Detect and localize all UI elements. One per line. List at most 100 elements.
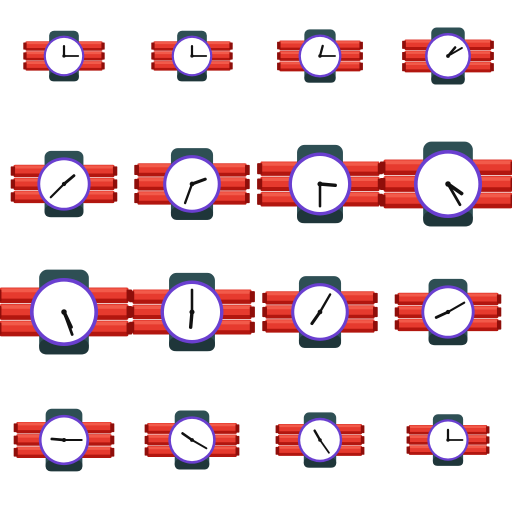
stick-end-left — [257, 163, 263, 175]
hour-hand — [62, 174, 76, 186]
stick-end-right — [373, 320, 378, 332]
minute-hand — [62, 310, 74, 336]
minute-hand — [183, 182, 194, 205]
stick-end-left — [262, 292, 267, 304]
stick-end-right — [112, 179, 118, 189]
dynamite-timer-bomb-icon-3 — [256, 0, 384, 128]
stick-end-left — [406, 446, 410, 454]
stick-end-left — [402, 51, 406, 61]
dynamite-timer-bomb-icon-5 — [0, 128, 128, 256]
stick-end-right — [496, 320, 502, 330]
stick-end-left — [144, 435, 149, 445]
dynamite-timer-bomb-icon-12 — [384, 256, 512, 384]
dynamite-timer-bomb-icon-16 — [384, 384, 512, 512]
stick-end-right — [110, 435, 115, 445]
bomb-group — [406, 414, 490, 466]
stick-end-left — [151, 62, 155, 70]
stick-end-right — [249, 306, 255, 318]
stick-end-left — [151, 42, 155, 50]
stick-end-right — [235, 424, 240, 433]
stick-end-right — [245, 164, 250, 176]
stick-end-right — [249, 321, 255, 333]
clock-pivot — [318, 438, 322, 442]
bomb-group — [277, 29, 363, 83]
bomb-group — [394, 278, 502, 346]
stick-end-right — [373, 292, 378, 304]
dynamite-timer-bomb-icon-13 — [0, 384, 128, 512]
clock-pivot — [445, 181, 451, 187]
stick-end-left — [394, 294, 400, 304]
stick-end-left — [23, 62, 27, 70]
stick-end-right — [486, 446, 490, 454]
hour-hand — [50, 437, 66, 442]
dynamite-timer-bomb-icon-4 — [384, 0, 512, 128]
bomb-group — [144, 410, 240, 470]
stick-end-left — [10, 166, 16, 176]
stick-end-left — [394, 307, 400, 317]
stick-end-right — [490, 51, 494, 61]
clock-pivot — [190, 438, 194, 442]
dynamite-timer-bomb-icon-1 — [0, 0, 128, 128]
stick-end-left — [402, 40, 406, 49]
stick-end-right — [110, 423, 115, 433]
stick-end-right — [245, 192, 250, 204]
dynamite-timer-bomb-icon-8 — [379, 128, 512, 256]
stick-end-right — [490, 63, 494, 72]
dynamite-timer-bomb-icon-9 — [0, 256, 133, 384]
stick-end-left — [13, 435, 18, 445]
minute-hand — [446, 301, 466, 314]
minute-hand — [318, 293, 332, 314]
stick-end-right — [101, 52, 105, 60]
stick-end-right — [360, 436, 365, 444]
stick-end-right — [490, 40, 494, 49]
stick-end-left — [379, 178, 386, 190]
stick-end-left — [134, 178, 139, 190]
clock-pivot — [318, 54, 322, 58]
stick-end-left — [144, 424, 149, 433]
bomb-group — [23, 30, 105, 82]
minute-hand — [446, 182, 462, 207]
stick-end-right — [373, 306, 378, 318]
dynamite-timer-bomb-icon-2 — [128, 0, 256, 128]
stick-end-left — [0, 322, 2, 335]
stick-end-left — [257, 193, 263, 205]
stick-end-right — [235, 447, 240, 456]
bomb-group — [10, 150, 118, 218]
stick-end-left — [129, 306, 135, 318]
stick-end-right — [101, 62, 105, 70]
clock-pivot — [189, 181, 195, 187]
stick-end-left — [277, 52, 281, 60]
bomb-group — [257, 144, 383, 224]
bomb-group — [13, 408, 115, 472]
hour-hand — [190, 177, 207, 186]
stick-end-right — [229, 52, 233, 60]
stick-end-left — [402, 63, 406, 72]
bomb-group — [134, 148, 250, 220]
bomb-group — [402, 27, 494, 85]
bomb-group — [275, 412, 365, 468]
dynamite-timer-bomb-icon-15 — [256, 384, 384, 512]
stick-end-left — [129, 321, 135, 333]
stick-end-right — [235, 435, 240, 445]
stick-end-left — [129, 291, 135, 303]
stick-end-left — [23, 42, 27, 50]
stick-end-left — [10, 179, 16, 189]
clock-pivot — [61, 437, 67, 443]
minute-hand — [49, 182, 66, 199]
stick-end-left — [23, 52, 27, 60]
stick-end-left — [134, 192, 139, 204]
stick-end-left — [262, 306, 267, 318]
bomb-group — [262, 276, 378, 348]
stick-end-right — [486, 426, 490, 434]
dynamite-timer-bomb-icon-6 — [128, 128, 256, 256]
clock-pivot — [61, 309, 67, 315]
stick-end-left — [0, 289, 2, 302]
stick-end-left — [277, 62, 281, 71]
stick-end-right — [359, 52, 363, 60]
stick-end-right — [249, 291, 255, 303]
stick-end-right — [496, 307, 502, 317]
stick-end-left — [257, 178, 263, 190]
dynamite-timer-bomb-icon-11 — [256, 256, 384, 384]
stick-end-left — [275, 425, 280, 434]
